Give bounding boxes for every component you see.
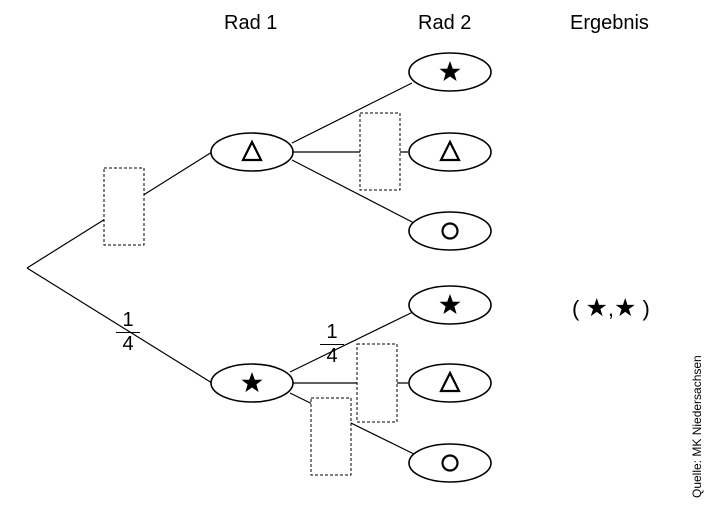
- circle-icon: [441, 454, 459, 472]
- node-rad1-triangle: [210, 132, 294, 172]
- node-rad2-triangle-b: [408, 363, 492, 403]
- probability-root-to-star: 1 4: [114, 310, 142, 355]
- circle-icon: [441, 222, 459, 240]
- blank-box-star-circle[interactable]: [310, 397, 352, 476]
- edge-star-to-circle: [289, 392, 417, 456]
- blank-box-triangle-triangle[interactable]: [359, 112, 401, 191]
- triangle-icon: [439, 370, 461, 393]
- blank-box-star-triangle[interactable]: [356, 343, 398, 423]
- node-rad2-triangle-a: [408, 132, 492, 172]
- edge-triangle-to-star: [291, 82, 413, 144]
- star-icon: [439, 61, 461, 81]
- fraction-bar: [320, 344, 344, 345]
- edge-triangle-to-circle: [291, 159, 417, 225]
- result-star-star: ( ★,★ ): [572, 293, 650, 323]
- result-open-paren: (: [572, 296, 580, 321]
- triangle-icon: [241, 139, 263, 162]
- triangle-icon: [439, 139, 461, 162]
- node-rad2-circle-a: [408, 211, 492, 251]
- blank-box-root-triangle[interactable]: [103, 167, 145, 246]
- star-icon: [439, 294, 461, 314]
- probability-numerator: 1: [326, 321, 338, 343]
- edge-star-to-star: [289, 310, 416, 373]
- probability-numerator: 1: [122, 309, 134, 331]
- probability-denominator: 4: [326, 345, 338, 367]
- result-first-star: ★: [585, 294, 608, 322]
- star-icon: [241, 372, 263, 392]
- probability-star-to-star: 1 4: [318, 322, 346, 367]
- column-header-rad2: Rad 2: [418, 12, 472, 34]
- probability-denominator: 4: [122, 333, 134, 355]
- result-close-paren: ): [642, 296, 650, 321]
- column-header-rad1: Rad 1: [224, 12, 278, 34]
- edge-root-to-star: [26, 267, 213, 384]
- fraction-bar: [116, 332, 140, 333]
- result-second-star: ★: [614, 294, 637, 322]
- column-header-ergebnis: Ergebnis: [570, 12, 649, 34]
- source-credit: Quelle: MK Niedersachsen: [690, 355, 704, 498]
- node-rad2-circle-b: [408, 443, 492, 483]
- result-separator: ,: [607, 296, 614, 321]
